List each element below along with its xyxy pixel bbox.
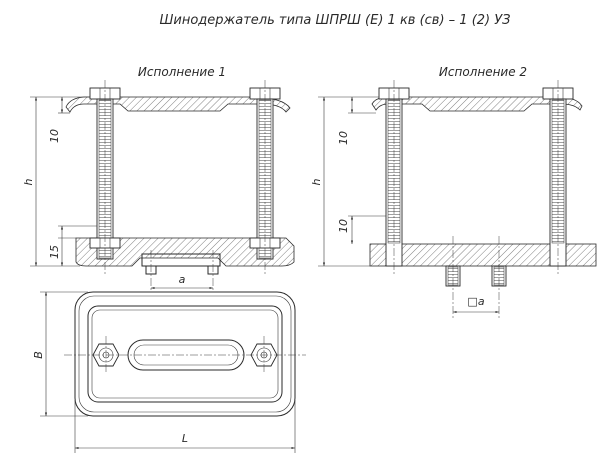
variant-2-dim-h: h <box>310 178 323 185</box>
plan-inner-plate <box>87 305 283 403</box>
plan-view: B L <box>32 291 306 453</box>
plan-inner-rim <box>91 309 279 399</box>
variant-2-dim-10-top: 10 <box>337 131 350 145</box>
plan-dim-L: L <box>182 432 188 445</box>
variant-2-caption: Исполнение 2 <box>439 65 527 79</box>
variant-2-base-plate <box>369 243 597 267</box>
variant-1-caption: Исполнение 1 <box>138 65 226 79</box>
variant-1-dim-a: a <box>179 273 186 286</box>
variant-2-dim-10-bottom: 10 <box>337 219 350 233</box>
plan-dim-B: B <box>32 351 45 359</box>
variant-1-dim-15: 15 <box>48 245 61 259</box>
plan-outer-rim <box>78 295 292 413</box>
variant-1-dim-h: h <box>22 178 35 185</box>
variant-1-view: Исполнение 1 <box>22 65 295 292</box>
plan-outer-base <box>74 291 296 417</box>
variant-2-view: Исполнение 2 h 10 10 <box>310 65 597 318</box>
variant-2-dim-a: □a <box>467 295 484 308</box>
variant-1-bus-clamp <box>141 253 221 267</box>
variant-1-dim-10: 10 <box>48 129 61 143</box>
variant-1-base-plate <box>75 237 295 267</box>
drawing-title: Шинодержатель типа ШПРШ (Е) 1 кв (св) – … <box>159 13 510 28</box>
variant-1-top-plate <box>65 96 291 113</box>
